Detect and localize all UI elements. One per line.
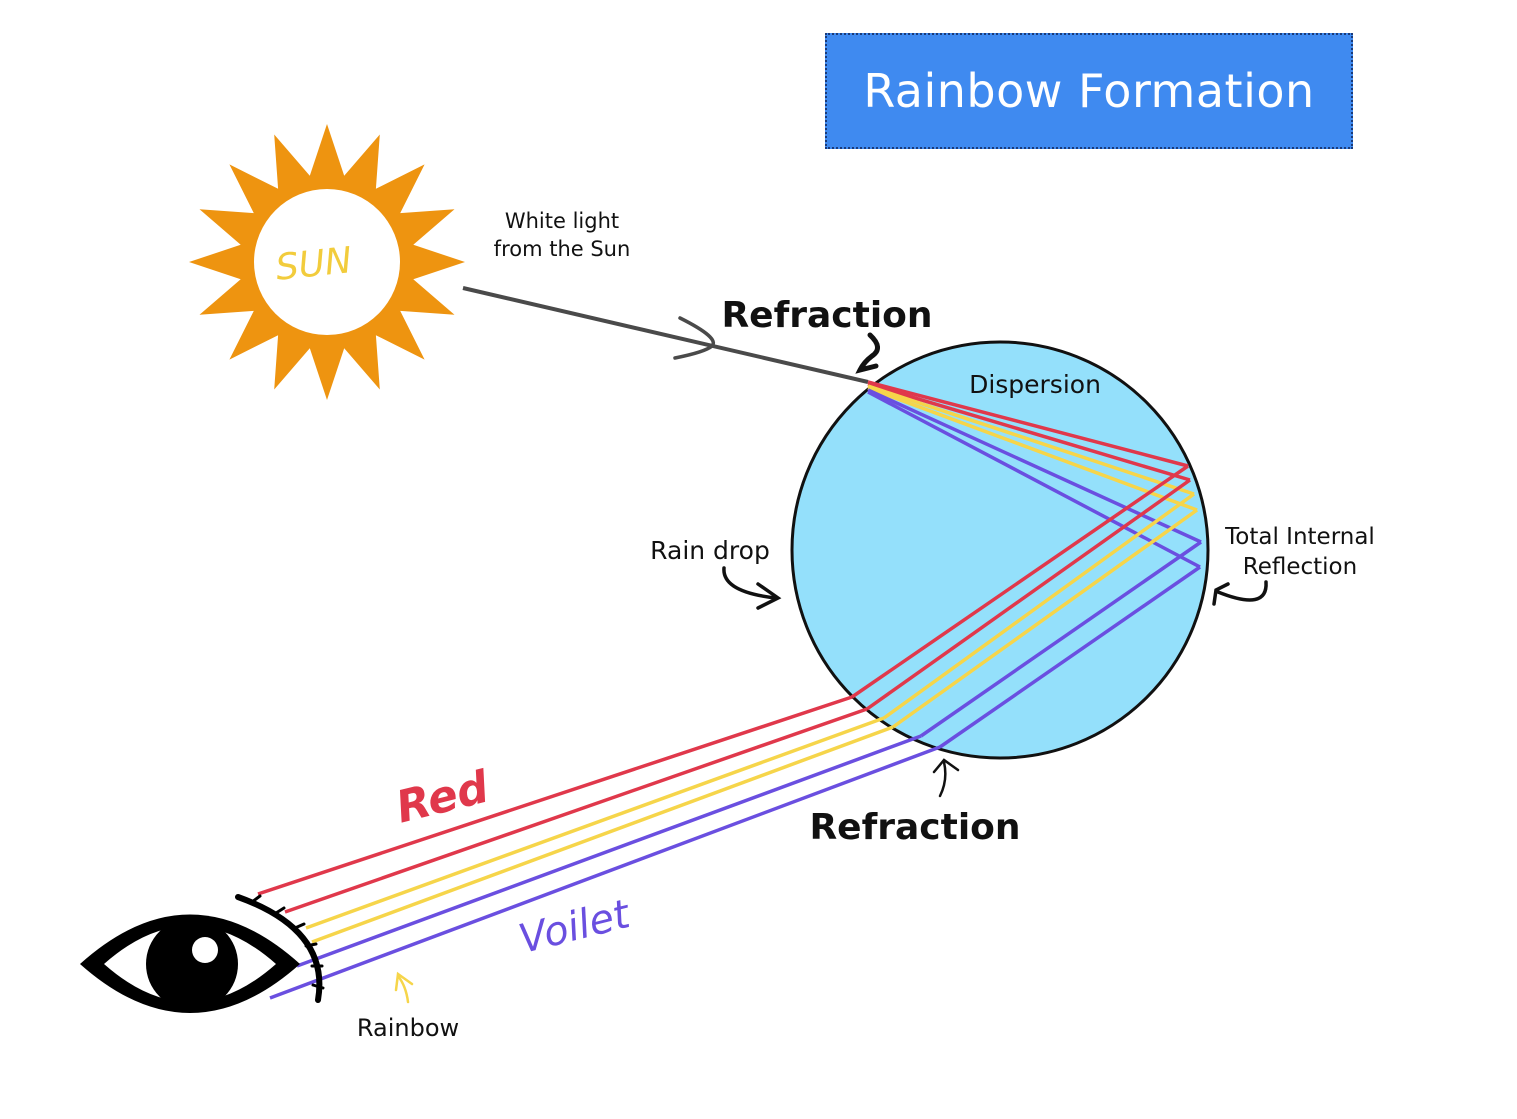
dispersion-label: Dispersion	[969, 370, 1101, 399]
rain-drop-label: Rain drop	[650, 536, 770, 565]
tir-label-line1: Total Internal	[1224, 524, 1375, 550]
violet-label: Voilet	[514, 891, 635, 963]
white-light-ray	[462, 286, 869, 384]
rain-drop-pointer	[722, 566, 782, 610]
refraction-bottom-label: Refraction	[809, 807, 1020, 848]
sun-label: SUN	[274, 240, 354, 289]
tir-label-line2: Reflection	[1243, 554, 1357, 580]
refraction-bottom-pointer	[932, 758, 960, 798]
dispersed-rays	[851, 380, 1202, 749]
rainbow-label: Rainbow	[357, 1014, 459, 1042]
eye-icon	[80, 894, 325, 1013]
sun-icon	[189, 124, 465, 400]
red-label: Red	[391, 761, 494, 833]
refraction-top-label: Refraction	[721, 295, 932, 336]
rainbow-rays	[257, 695, 941, 1000]
page-title: Rainbow Formation	[863, 64, 1315, 118]
refraction-top-pointer	[855, 332, 880, 374]
white-light-label-line2: from the Sun	[494, 237, 631, 261]
rainbow-pointer	[394, 971, 414, 1004]
tir-pointer	[1212, 580, 1268, 606]
title-banner: Rainbow Formation	[825, 33, 1353, 149]
white-light-label-line1: White light	[505, 209, 619, 233]
raindrop-icon	[790, 340, 1210, 760]
